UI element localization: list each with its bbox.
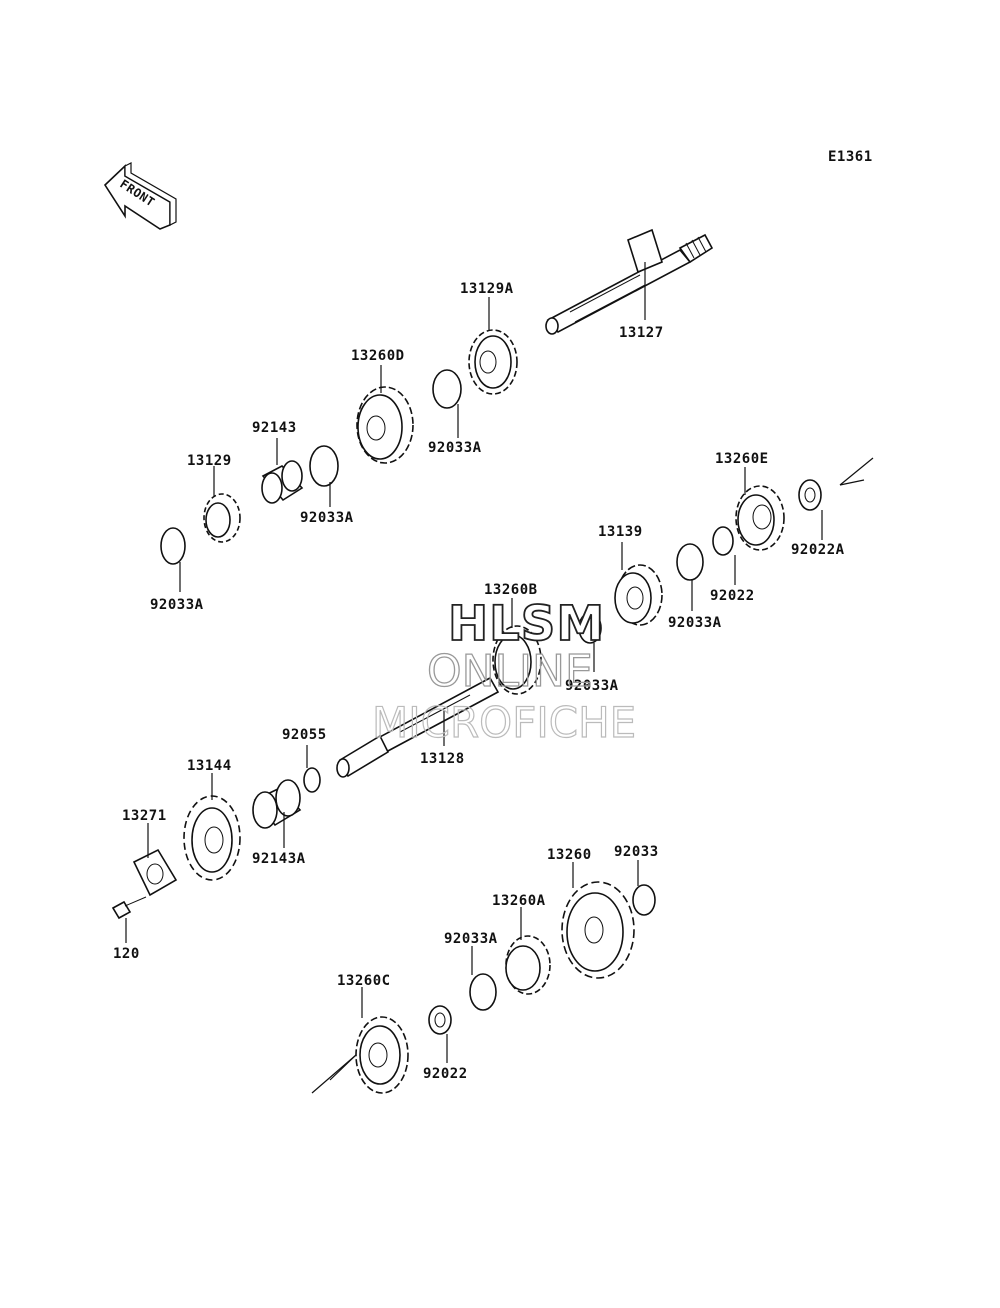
label-13144: 13144 [187,758,232,774]
gear-13260E [735,485,785,551]
label-13260E: 13260E [715,451,769,467]
bushing-92143A [252,779,302,829]
circlip-92033A-right [676,543,704,581]
washer-92022-right [712,526,734,556]
gear-13260A [505,935,551,995]
label-13139: 13139 [598,524,643,540]
label-13260C: 13260C [337,973,391,989]
bushing-92143 [261,460,304,504]
label-92033A-lower: 92033A [444,931,498,947]
gear-13260D [356,386,414,464]
label-92033A-right: 92033A [668,615,722,631]
label-92033A-mid: 92033A [300,510,354,526]
label-92033A-left: 92033A [150,597,204,613]
label-13260A: 13260A [492,893,546,909]
label-13260D: 13260D [351,348,405,364]
circlip-92033A-left [160,527,186,565]
circlip-92033A-center [578,612,602,644]
gear-13260B [492,625,542,695]
label-13127: 13127 [619,325,664,341]
label-120: 120 [113,946,140,962]
label-92033A-upper: 92033A [428,440,482,456]
gear-13260C [355,1016,409,1094]
label-92022-lower: 92022 [423,1066,468,1082]
plate-13271 [132,848,178,897]
watermark-line1: HLSM [448,596,605,652]
circlip-92033 [632,884,656,916]
label-13129A: 13129A [460,281,514,297]
washer-92022-lower [428,1005,452,1035]
diagram-code: E1361 [828,149,873,165]
watermark-line2: ONLINE [427,646,593,697]
circlip-92033A-lower [469,973,497,1011]
shaft-13127 [545,228,714,335]
label-13271: 13271 [122,808,167,824]
label-92055: 92055 [282,727,327,743]
label-92022A: 92022A [791,542,845,558]
label-13260B: 13260B [484,582,538,598]
gear-13260 [561,881,635,979]
label-92033A-center: 92033A [565,678,619,694]
front-arrow-icon: FRONT [103,162,177,230]
label-92033: 92033 [614,844,659,860]
gear-13129A [468,329,518,395]
bolt-120 [111,896,147,920]
oring-92055 [303,767,321,793]
label-92143: 92143 [252,420,297,436]
watermark-line3: MICROFICHE [372,698,636,747]
label-13129: 13129 [187,453,232,469]
label-13128: 13128 [420,751,465,767]
label-92022-right: 92022 [710,588,755,604]
sprocket-13144 [183,795,241,881]
gear-13139 [614,564,663,626]
label-13260: 13260 [547,847,592,863]
label-92143A: 92143A [252,851,306,867]
circlip-92033A-mid [309,445,339,487]
washer-92022A [798,479,822,511]
gear-13129 [203,493,241,543]
shaft-13128 [336,676,500,778]
circlip-92033A-upper [432,369,462,409]
